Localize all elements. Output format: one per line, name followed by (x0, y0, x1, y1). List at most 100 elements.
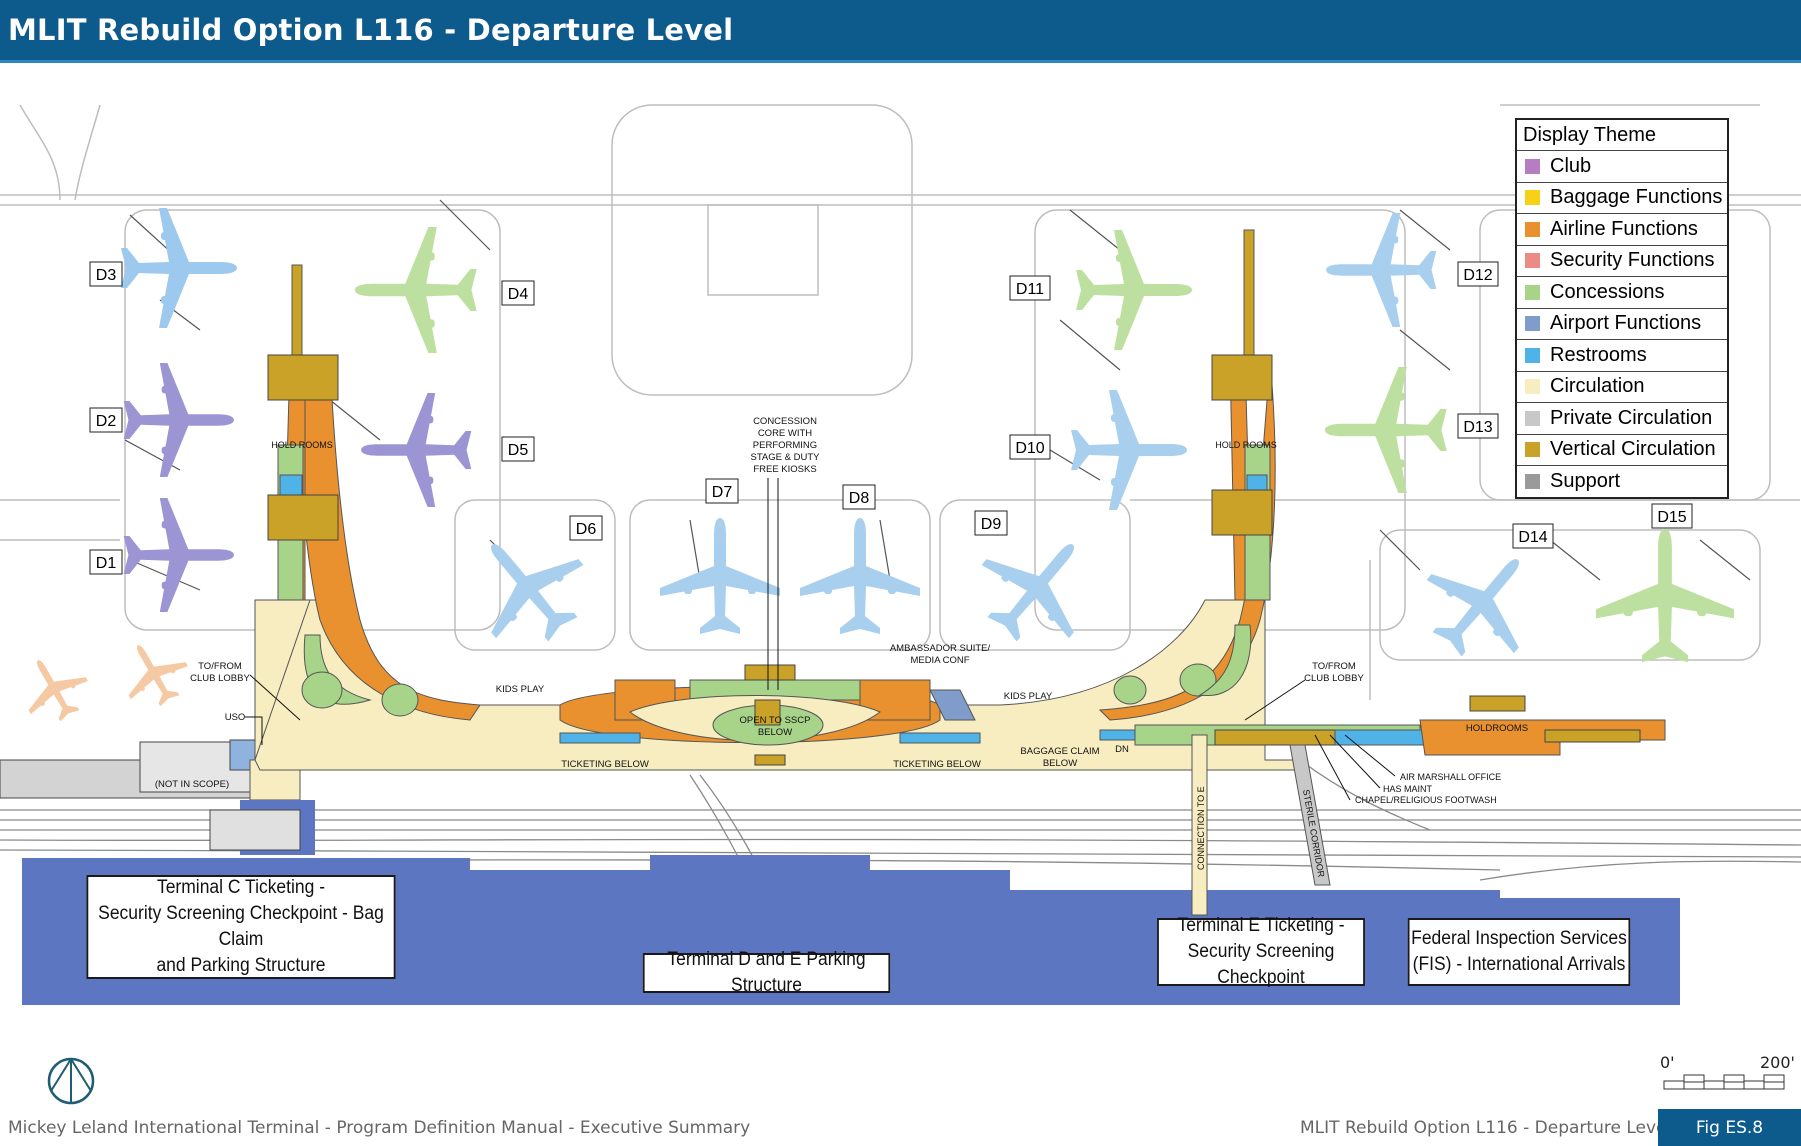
footer-left-text: Mickey Leland International Terminal - P… (8, 1118, 751, 1138)
legend-label: Restrooms (1550, 343, 1647, 366)
scale-bar: 0' 200' (1660, 1053, 1800, 1093)
gate-label-d14: D14 (1512, 523, 1554, 549)
gate-label-d9: D9 (974, 510, 1008, 536)
legend-swatch (1525, 347, 1540, 363)
legend-item-vertical-circulation: Vertical Circulation (1517, 435, 1727, 466)
baggage-claim-below-1: BAGGAGE CLAIM (1020, 746, 1099, 757)
legend-item-baggage-functions: Baggage Functions (1517, 183, 1727, 214)
callout-terminal-c-line-3: and Parking Structure (156, 955, 326, 976)
ambassador-suite-1: AMBASSADOR SUITE/ (890, 643, 991, 654)
uso-label: USO (225, 712, 246, 723)
legend-title: Display Theme (1517, 120, 1727, 151)
legend-swatch (1525, 284, 1540, 300)
hold-rooms-left: HOLD ROOMS (271, 440, 333, 450)
legend-label: Baggage Functions (1550, 186, 1723, 209)
club-lobby-right-2: CLUB LOBBY (1304, 673, 1364, 684)
callout-terminal-c: Terminal C Ticketing - Security Screenin… (86, 875, 396, 979)
svg-text:D11: D11 (1016, 281, 1044, 298)
apron-stands (124, 199, 1751, 591)
gate-label-d13: D13 (1457, 413, 1499, 439)
concession-core-4: STAGE & DUTY (751, 452, 821, 463)
legend-label: Private Circulation (1550, 406, 1713, 429)
north-arrow-icon (47, 1057, 95, 1105)
svg-text:D13: D13 (1463, 419, 1492, 436)
legend-item-support: Support (1517, 466, 1727, 497)
legend-swatch (1525, 473, 1540, 489)
gate-label-d3: D3 (89, 261, 123, 287)
legend-swatch (1525, 253, 1540, 269)
svg-text:D15: D15 (1657, 509, 1686, 526)
svg-text:D4: D4 (508, 286, 529, 303)
svg-text:D3: D3 (96, 267, 117, 284)
has-maint: HAS MAINT (1383, 784, 1433, 794)
scale-max-label: 200' (1760, 1053, 1795, 1072)
page-title: MLIT Rebuild Option L116 - Departure Lev… (8, 13, 734, 47)
ticketing-below-left: TICKETING BELOW (561, 759, 649, 770)
callout-terminal-e: Terminal E Ticketing - Security Screenin… (1157, 915, 1365, 988)
gate-label-d11: D11 (1009, 275, 1051, 301)
club-lobby-left-2: CLUB LOBBY (190, 673, 250, 684)
club-lobby-right-1: TO/FROM (1312, 661, 1356, 672)
callout-terminal-de-parking: Terminal D and E Parking Structure (642, 949, 891, 996)
gate-label-d2: D2 (89, 407, 123, 433)
gate-label-d4: D4 (501, 280, 535, 306)
ticketing-below-right: TICKETING BELOW (893, 759, 981, 770)
svg-text:D14: D14 (1518, 529, 1547, 546)
gate-label-d8: D8 (842, 484, 876, 510)
gate-label-d1: D1 (89, 549, 123, 575)
callout-terminal-de-parking-text: Terminal D and E Parking Structure (667, 949, 866, 996)
kids-play-left: KIDS PLAY (496, 684, 545, 695)
gate-label-d6: D6 (569, 515, 603, 541)
concession-core-3: PERFORMING (753, 440, 817, 451)
gate-label-d15: D15 (1651, 503, 1693, 529)
club-lobby-left-1: TO/FROM (198, 661, 242, 672)
svg-text:D2: D2 (96, 413, 117, 430)
legend-swatch (1525, 410, 1540, 426)
legend-swatch (1525, 379, 1540, 395)
legend-swatch (1525, 442, 1540, 458)
concession-core-1: CONCESSION (753, 416, 817, 427)
not-in-scope-label: (NOT IN SCOPE) (155, 779, 229, 790)
terminal-building (209, 229, 1666, 916)
legend-swatch (1525, 221, 1540, 237)
svg-text:D10: D10 (1015, 440, 1044, 457)
callout-terminal-c-line-1: Terminal C Ticketing - (156, 877, 326, 898)
legend-item-private-circulation: Private Circulation (1517, 403, 1727, 435)
legend-label: Airport Functions (1550, 312, 1702, 335)
legend-swatch (1525, 158, 1540, 174)
figure-number-badge: Fig ES.8 (1658, 1109, 1801, 1146)
legend-item-concessions: Concessions (1517, 277, 1727, 309)
air-marshall-office: AIR MARSHALL OFFICE (1400, 772, 1501, 782)
legend-item-circulation: Circulation (1517, 372, 1727, 403)
callout-fis-line-1: Federal Inspection Services (1411, 928, 1627, 949)
svg-text:D1: D1 (96, 555, 117, 572)
legend-label: Security Functions (1550, 249, 1715, 272)
legend-item-security-functions: Security Functions (1517, 246, 1727, 277)
legend-item-club: Club (1517, 151, 1727, 183)
gate-labels: D1 D2 D3 D4 D5 D6 D7 D8 D9 D10 D11 D12 D… (89, 261, 1693, 575)
chapel-footwash: CHAPEL/RELIGIOUS FOOTWASH (1355, 795, 1497, 805)
legend-label: Concessions (1550, 280, 1665, 303)
gate-label-d12: D12 (1457, 261, 1499, 287)
legend-swatch (1525, 316, 1540, 332)
open-to-sscp-2: BELOW (758, 727, 792, 738)
scale-graphic (1663, 1074, 1785, 1090)
concession-core-2: CORE WITH (758, 428, 812, 439)
open-to-sscp-1: OPEN TO SSCP (740, 715, 811, 726)
hold-rooms-right: HOLD ROOMS (1215, 440, 1277, 450)
gate-label-d7: D7 (705, 478, 739, 504)
kids-play-right: KIDS PLAY (1004, 691, 1053, 702)
svg-text:D9: D9 (981, 516, 1002, 533)
callout-fis: Federal Inspection Services (FIS) - Inte… (1407, 918, 1631, 986)
gate-label-d5: D5 (501, 436, 535, 462)
connection-to-e: CONNECTION TO E (1196, 786, 1206, 870)
legend-label: Club (1550, 154, 1592, 177)
header-accent-strip (0, 60, 1801, 63)
ambassador-suite-2: MEDIA CONF (910, 655, 969, 666)
holdrooms-label: HOLDROOMS (1466, 723, 1528, 734)
legend-item-restrooms: Restrooms (1517, 340, 1727, 372)
legend-item-airport-functions: Airport Functions (1517, 309, 1727, 340)
legend-label: Vertical Circulation (1550, 438, 1716, 461)
page-header: MLIT Rebuild Option L116 - Departure Lev… (0, 0, 1801, 60)
